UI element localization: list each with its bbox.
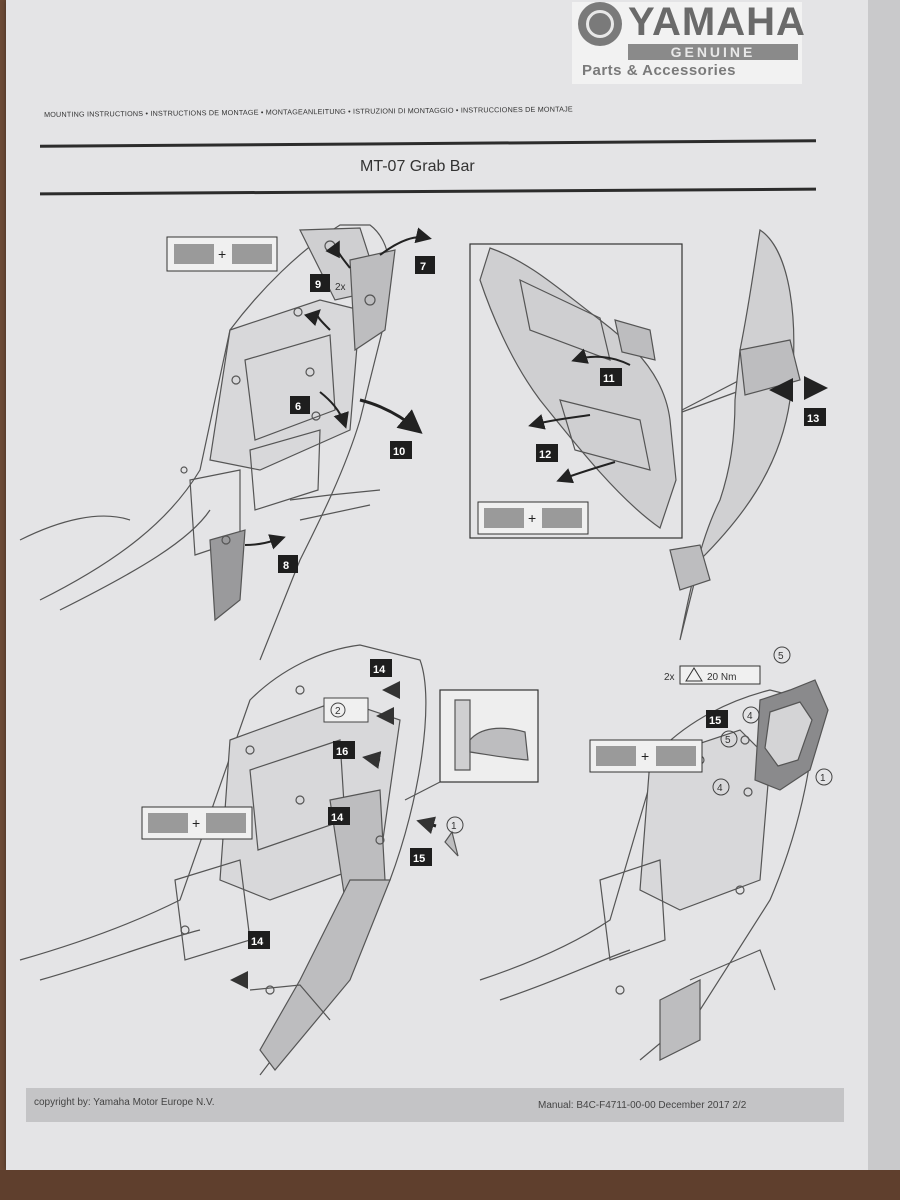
brand-genuine: GENUINE xyxy=(628,44,798,60)
tuning-fork-emblem-icon xyxy=(578,2,622,46)
plus-sign-3: + xyxy=(192,815,200,831)
step-8: 8 xyxy=(283,560,289,572)
step-14-bottom: 14 xyxy=(251,936,264,948)
remove-install-icon-box-3: + xyxy=(141,806,253,840)
part-2: 2 xyxy=(335,706,341,717)
part-4a: 4 xyxy=(747,711,753,722)
remove-install-icon-box-4: + xyxy=(589,739,703,773)
torque-spec: 2x 20 Nm xyxy=(664,665,761,685)
step-14-top: 14 xyxy=(373,664,386,676)
part-number-labels: 5 4 5 4 1 1 2 xyxy=(323,646,833,834)
step-16: 16 xyxy=(336,746,348,758)
page-title: MT-07 Grab Bar xyxy=(360,158,475,175)
diagram-side-cover xyxy=(469,228,828,641)
step-13: 13 xyxy=(807,413,819,425)
part-1b: 1 xyxy=(451,821,457,832)
part-1a: 1 xyxy=(820,773,826,784)
step-11: 11 xyxy=(603,373,615,385)
step-7: 7 xyxy=(420,261,426,273)
plus-sign-2: + xyxy=(528,510,536,526)
diagram-install-side-covers xyxy=(19,644,539,1076)
part-5b: 5 xyxy=(725,735,731,746)
part-5a: 5 xyxy=(778,651,784,662)
plus-sign-1: + xyxy=(218,246,226,262)
warning-triangle-icon xyxy=(685,667,703,682)
step-callouts: 6 7 8 9 10 11 12 13 14 14 14 15 15 16 xyxy=(248,256,826,949)
footer-band xyxy=(26,1088,844,1122)
diagram-seat-removal xyxy=(19,224,432,661)
torque-qty: 2x xyxy=(664,672,675,683)
qty-2x-label: 2x xyxy=(335,282,346,293)
remove-install-icon-box-1: + xyxy=(166,236,278,272)
remove-install-icon-box-2: + xyxy=(477,501,589,535)
part-4b: 4 xyxy=(717,783,723,794)
brand-name: YAMAHA xyxy=(628,0,806,44)
step-15-right: 15 xyxy=(709,715,721,727)
background-sheet-edge xyxy=(868,0,900,1200)
table-surface xyxy=(0,1170,900,1200)
step-14-mid: 14 xyxy=(331,812,344,824)
brand-parts-accessories: Parts & Accessories xyxy=(582,62,737,79)
plus-sign-4: + xyxy=(641,748,649,764)
step-15-left: 15 xyxy=(413,853,425,865)
step-6: 6 xyxy=(295,401,301,413)
footer-manual-ref: Manual: B4C-F4711-00-00 December 2017 2/… xyxy=(538,1100,747,1111)
torque-value: 20 Nm xyxy=(707,672,736,683)
instruction-sheet xyxy=(6,0,868,1170)
diagram-grab-bar-installed xyxy=(479,679,829,1061)
footer-copyright: copyright by: Yamaha Motor Europe N.V. xyxy=(34,1097,215,1108)
step-12: 12 xyxy=(539,449,551,461)
step-10: 10 xyxy=(393,446,405,458)
step-9: 9 xyxy=(315,279,321,291)
